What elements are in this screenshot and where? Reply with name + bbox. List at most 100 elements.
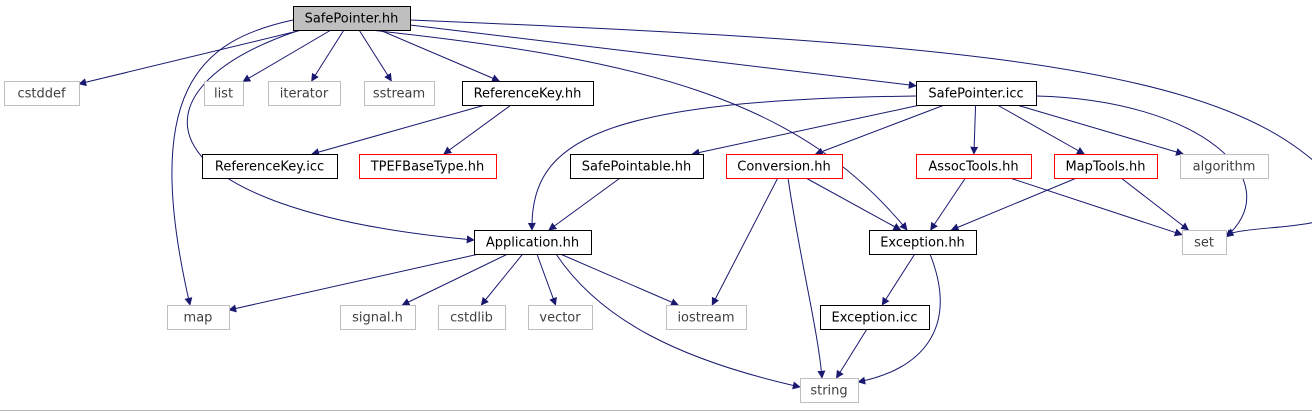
edge-conversion_hh-to-exception_hh: [805, 177, 902, 231]
edge-exception_icc-to-string: [836, 328, 868, 379]
node-label-vector: vector: [539, 311, 581, 326]
node-cstdlib: cstdlib: [438, 305, 506, 330]
node-box-cstdlib: [438, 305, 506, 330]
edge-safepointer_hh-to-cstddef: [78, 29, 303, 87]
edge-safepointer_hh-to-iterator: [311, 29, 345, 82]
node-box-cstddef: [4, 81, 80, 106]
node-box-sstream: [364, 81, 435, 106]
node-maptools_hh[interactable]: MapTools.hh: [1054, 154, 1158, 179]
node-label-exception_icc: Exception.icc: [831, 311, 917, 326]
node-vector: vector: [528, 305, 593, 330]
node-safepointable_hh[interactable]: SafePointable.hh: [570, 154, 704, 179]
edge-application_hh-to-map: [228, 253, 480, 313]
edge-conversion_hh-to-iostream: [711, 177, 779, 306]
node-cstddef: cstddef: [4, 81, 80, 106]
node-box-iterator: [268, 81, 341, 106]
node-application_hh[interactable]: Application.hh: [474, 230, 592, 255]
node-conversion_hh[interactable]: Conversion.hh: [726, 154, 843, 179]
node-iostream: iostream: [666, 305, 747, 330]
node-label-conversion_hh: Conversion.hh: [737, 160, 831, 175]
node-signal_h: signal.h: [340, 305, 416, 330]
node-box-exception_icc: [820, 305, 930, 330]
edge-referencekey_hh-to-tpefbasetype_hh: [443, 104, 512, 155]
node-exception_icc[interactable]: Exception.icc: [820, 305, 930, 330]
edge-application_hh-to-iostream: [560, 253, 679, 306]
node-label-assoctools_hh: AssocTools.hh: [928, 160, 1018, 175]
node-label-algorithm: algorithm: [1193, 160, 1256, 175]
edge-assoctools_hh-to-set: [1009, 177, 1183, 237]
edge-safepointer_hh-to-safepointer_icc: [409, 24, 917, 89]
node-label-tpefbasetype_hh: TPEFBaseType.hh: [370, 160, 485, 175]
node-box-exception_hh: [869, 230, 977, 255]
node-label-map: map: [184, 311, 213, 326]
node-tpefbasetype_hh[interactable]: TPEFBaseType.hh: [359, 154, 497, 179]
edge-application_hh-to-vector: [536, 253, 557, 306]
node-box-safepointer_icc: [916, 81, 1037, 106]
edge-safepointer_hh-to-referencekey_hh: [379, 29, 501, 82]
node-box-assoctools_hh: [916, 154, 1032, 179]
node-iterator: iterator: [268, 81, 341, 106]
edge-safepointer_icc-to-application_hh: [527, 95, 917, 231]
node-referencekey_icc[interactable]: ReferenceKey.icc: [202, 154, 338, 179]
edge-safepointer_icc-to-assoctools_hh: [970, 104, 979, 155]
edge-application_hh-to-signal_h: [401, 253, 508, 306]
node-box-string: [800, 378, 859, 403]
edge-exception_hh-to-exception_icc: [881, 253, 916, 306]
edge-referencekey_hh-to-referencekey_icc: [311, 104, 486, 156]
node-box-referencekey_icc: [202, 154, 338, 179]
node-box-safepointable_hh: [570, 154, 704, 179]
node-box-maptools_hh: [1054, 154, 1158, 179]
node-sstream: sstream: [364, 81, 435, 106]
node-box-list: [204, 81, 244, 106]
node-label-signal_h: signal.h: [352, 311, 403, 326]
edge-safepointer_icc-to-algorithm: [1016, 104, 1184, 156]
node-safepointer_hh[interactable]: SafePointer.hh: [293, 6, 411, 31]
node-algorithm: algorithm: [1180, 154, 1269, 179]
edge-safepointer_hh-to-set: [409, 19, 1312, 236]
node-label-set: set: [1194, 236, 1214, 251]
node-label-safepointable_hh: SafePointable.hh: [582, 160, 692, 175]
nodes-layer: SafePointer.hh cstddef list iterator sstream…: [4, 6, 1269, 403]
edges-layer: [78, 19, 1312, 390]
edge-safepointer_hh-to-application_hh: [187, 29, 475, 244]
node-box-set: [1182, 230, 1227, 255]
node-label-exception_hh: Exception.hh: [880, 236, 965, 251]
edge-maptools_hh-to-exception_hh: [950, 177, 1077, 231]
node-exception_hh[interactable]: Exception.hh: [869, 230, 977, 255]
node-box-referencekey_hh: [462, 81, 594, 106]
edge-application_hh-to-cstdlib: [480, 253, 524, 306]
node-label-sstream: sstream: [373, 87, 425, 102]
node-box-application_hh: [474, 230, 592, 255]
node-label-list: list: [214, 87, 233, 102]
node-set: set: [1182, 230, 1227, 255]
node-box-safepointer_hh: [293, 6, 411, 31]
node-assoctools_hh[interactable]: AssocTools.hh: [916, 154, 1032, 179]
node-label-application_hh: Application.hh: [486, 236, 579, 251]
node-box-signal_h: [340, 305, 416, 330]
node-string: string: [800, 378, 859, 403]
node-label-maptools_hh: MapTools.hh: [1065, 160, 1145, 175]
edge-exception_hh-to-string: [857, 253, 941, 385]
node-box-tpefbasetype_hh: [359, 154, 497, 179]
edge-safepointer_hh-to-sstream: [358, 29, 392, 82]
node-referencekey_hh[interactable]: ReferenceKey.hh: [462, 81, 594, 106]
node-safepointer_icc[interactable]: SafePointer.icc: [916, 81, 1037, 106]
edge-safepointer_hh-to-map: [171, 19, 294, 306]
node-label-safepointer_icc: SafePointer.icc: [928, 87, 1023, 102]
node-box-algorithm: [1180, 154, 1269, 179]
edge-maptools_hh-to-set: [1120, 177, 1190, 231]
node-label-string: string: [810, 384, 847, 399]
node-list: list: [204, 81, 244, 106]
node-label-iterator: iterator: [280, 87, 329, 102]
edge-safepointer_icc-to-conversion_hh: [814, 104, 945, 156]
node-box-iostream: [666, 305, 747, 330]
node-label-cstdlib: cstdlib: [450, 311, 493, 326]
node-map: map: [167, 305, 230, 330]
edge-safepointable_hh-to-application_hh: [548, 177, 621, 231]
node-label-iostream: iostream: [677, 311, 734, 326]
node-label-cstddef: cstddef: [17, 87, 66, 102]
edge-safepointer_hh-to-list: [242, 29, 332, 83]
edge-conversion_hh-to-string: [787, 177, 826, 379]
node-label-referencekey_hh: ReferenceKey.hh: [474, 87, 582, 102]
